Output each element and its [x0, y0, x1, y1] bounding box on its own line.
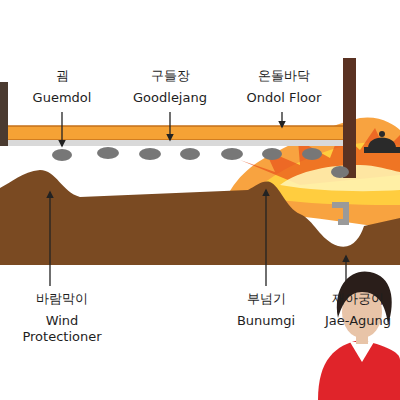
part-name: Jae-Agung: [313, 313, 400, 329]
leader-arrow: [281, 112, 282, 127]
guemdol-stone: [302, 148, 322, 160]
leader-arrow: [49, 192, 50, 286]
guemdol-stone: [52, 149, 72, 161]
part-name: Guemdol: [12, 90, 112, 106]
leader-arrow: [265, 190, 266, 286]
red-shirt: [318, 340, 400, 400]
cooking-pot: [368, 138, 396, 149]
goodlejang-layer: [0, 140, 346, 146]
cooking-pot-rim: [364, 147, 400, 153]
guemdol-stone: [221, 148, 243, 160]
part-name-korean: 바람막이: [12, 291, 112, 307]
part-name-korean: 구들장: [120, 68, 220, 84]
part-name: Goodlejang: [120, 90, 220, 106]
neck: [356, 336, 368, 344]
shirt-collar: [350, 342, 374, 362]
part-name: Bunumgi: [216, 313, 316, 329]
guemdol-stones: [52, 147, 349, 178]
part-name-korean: 부넘기: [216, 291, 316, 307]
guemdol-stone: [139, 148, 161, 160]
right-wall-post: [343, 58, 356, 178]
guemdol-stone: [331, 166, 349, 178]
part-name-korean: 굄: [12, 68, 112, 84]
left-wall: [0, 82, 8, 146]
part-name: Ondol Floor: [234, 90, 334, 106]
pot-knob: [379, 131, 385, 137]
presenter-photo: [318, 271, 400, 400]
guemdol-stone: [97, 147, 119, 159]
part-name-korean: 재아궁이: [313, 291, 400, 307]
fire-core: [280, 165, 400, 191]
guemdol-stone: [180, 148, 200, 160]
leader-arrows: [50, 112, 346, 286]
ondol-floor-slab: [0, 126, 346, 140]
earth-ground: [0, 170, 400, 265]
guemdol-stone: [262, 148, 282, 160]
part-name: Wind Protectioner: [16, 313, 108, 345]
leader-arrow: [169, 112, 170, 140]
part-name-korean: 온돌바닥: [234, 68, 334, 84]
leader-arrow: [61, 112, 62, 146]
flue-pipe: [332, 205, 346, 222]
